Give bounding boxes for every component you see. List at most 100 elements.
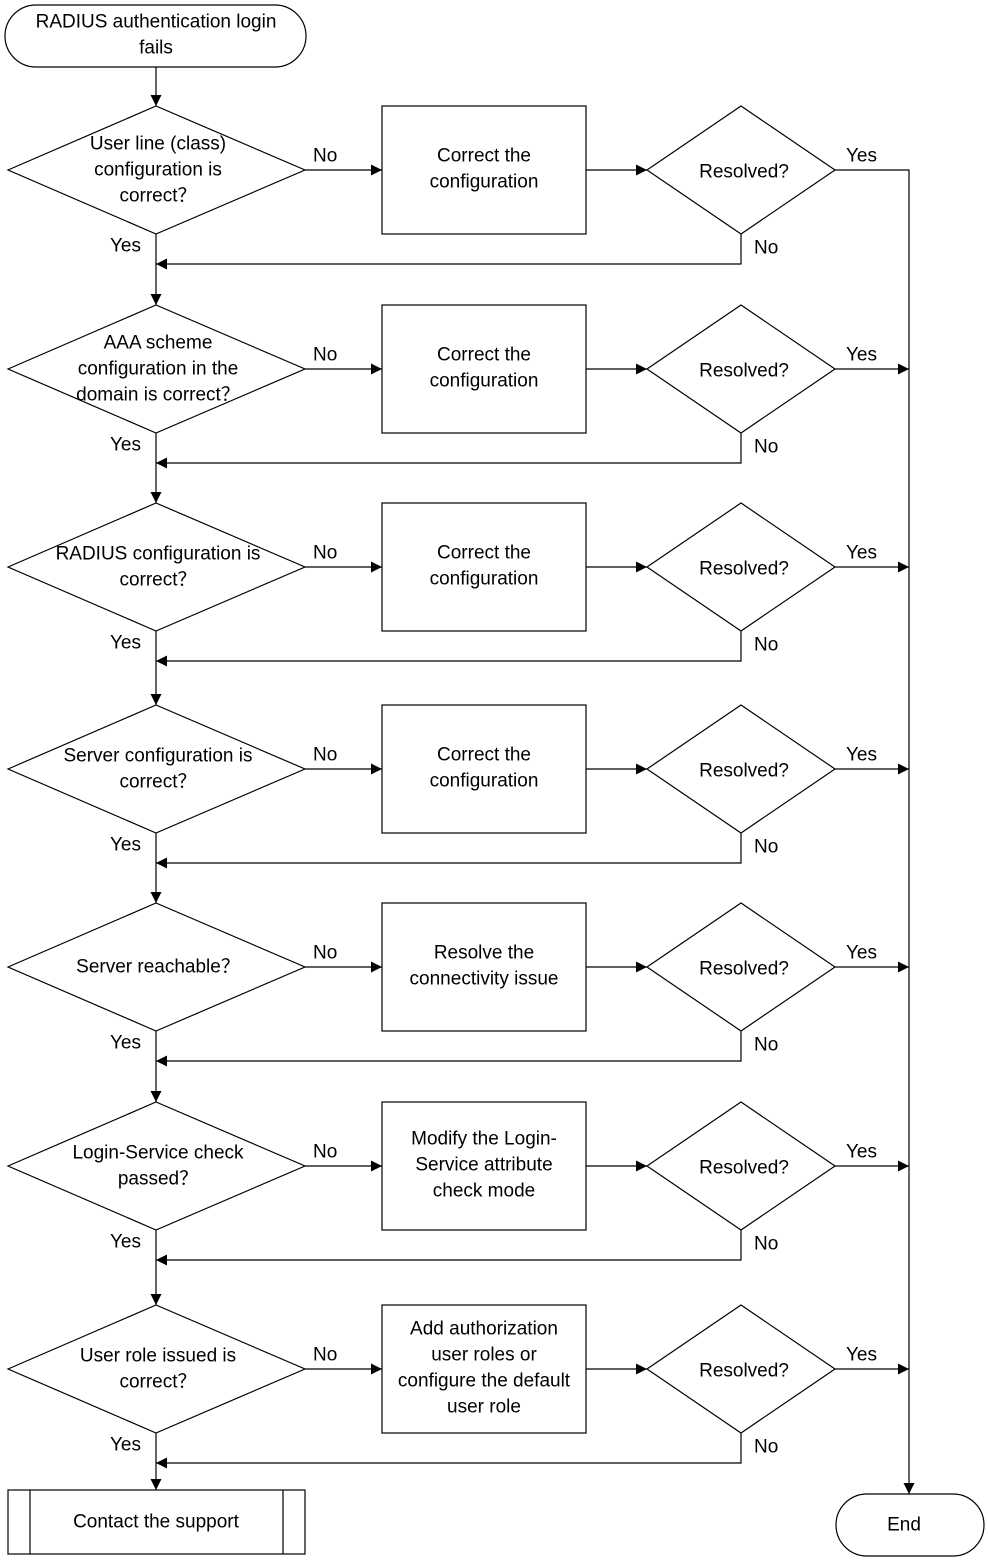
no-resolved-label-6: No [754,1234,778,1255]
action-text-1-line-1: configuration [430,172,539,193]
no-loop-2 [156,433,742,469]
resolved-diamond-3 [645,502,837,632]
contact-text: Contact the support [73,1512,240,1533]
check-text-2-line-1: configuration in the [78,359,239,380]
no-loop-1 [156,234,742,270]
action-text-3-line-1: configuration [430,569,539,590]
yes-resolved-label-6: Yes [846,1142,877,1163]
action-text-3: Correct the configuration [430,543,539,590]
no-resolved-label-4: No [754,837,778,858]
resolved-text-3-line-0: Resolved? [699,559,789,580]
resolved-text-5-line-0: Resolved? [699,959,789,980]
action-text-6: Modify the Login-Service attributecheck … [411,1129,557,1202]
check-text-6-line-0: Login-Service check [72,1143,244,1164]
yes-check-label-3: Yes [110,633,141,654]
yes-resolved-label-4: Yes [846,745,877,766]
yes-resolved-label-7: Yes [846,1345,877,1366]
check-text-3-line-0: RADIUS configuration is [56,544,261,565]
connectors [150,67,915,1494]
action-text-7-line-1: user roles or [431,1345,537,1366]
resolved-text-6-line-0: Resolved? [699,1158,789,1179]
yes-resolved-label-5: Yes [846,943,877,964]
no-label-7: No [313,1345,337,1366]
yes-to-end-arrow [835,169,915,1494]
resolved-text-7: Resolved? [699,1361,789,1382]
resolved-text-7-line-0: Resolved? [699,1361,789,1382]
action-box-4 [381,704,587,834]
yes-resolved-label-3: Yes [846,543,877,564]
check-text-5: Server reachable？ [76,957,240,978]
check-diamond-4 [6,704,307,834]
action-text-7: Add authorization user roles or configure … [398,1319,571,1418]
no-label-2: No [313,345,337,366]
resolved-text-1: Resolved? [699,162,789,183]
no-loop-4 [156,833,742,869]
action-box-2 [381,304,587,434]
check-text-3-line-1: correct？ [119,570,196,591]
yes-check-label-2: Yes [110,435,141,456]
yes-check-label-4: Yes [110,835,141,856]
no-loop-7 [156,1433,742,1469]
check-text-6: Login-Service check passed？ [72,1143,244,1190]
check-text-1-line-2: correct？ [119,186,196,207]
action-text-7-line-3: user role [447,1397,521,1418]
yes-resolved-label-2: Yes [846,345,877,366]
contact-box [7,1489,306,1555]
check-text-1: User line (class)configuration iscorrect… [90,134,226,207]
resolved-text-3: Resolved? [699,559,789,580]
action-text-7-line-0: Add authorization [410,1319,558,1340]
resolved-text-1-line-0: Resolved? [699,162,789,183]
action-text-4-line-1: configuration [430,771,539,792]
check-text-1-line-1: configuration is [94,160,222,181]
action-text-6-line-1: Service attribute [415,1155,552,1176]
resolved-diamond-2 [645,304,837,434]
action-text-3-line-0: Correct the [437,543,531,564]
yes-check-label-6: Yes [110,1232,141,1253]
yes-resolved-label-1: Yes [846,146,877,167]
no-resolved-label-5: No [754,1035,778,1056]
action-box-6 [381,1101,587,1231]
no-resolved-label-7: No [754,1437,778,1458]
no-resolved-label-3: No [754,635,778,656]
check-diamond-2 [6,304,307,434]
action-text-5-line-0: Resolve the [434,943,534,964]
start-text: RADIUS authentication login fails [36,12,277,59]
yes-check-label-1: Yes [110,236,141,257]
yes-check-label-7: Yes [110,1435,141,1456]
no-loop-3 [156,631,742,667]
no-label-3: No [313,543,337,564]
no-loop-5 [156,1031,742,1067]
action-text-6-line-2: check mode [433,1181,535,1202]
shapes [4,4,985,1557]
start-text-line-0: RADIUS authentication login [36,12,277,33]
no-label-4: No [313,745,337,766]
resolved-text-4: Resolved? [699,761,789,782]
no-label-1: No [313,146,337,167]
check-diamond-6 [6,1101,307,1231]
check-text-6-line-1: passed？ [118,1169,198,1190]
start-text-line-1: fails [139,38,173,59]
no-loop-6 [156,1230,742,1266]
action-box-7 [381,1304,587,1434]
resolved-text-2: Resolved? [699,361,789,382]
check-text-4-line-0: Server configuration is [63,746,252,767]
check-diamond-5 [6,902,307,1032]
end-terminal [835,1493,985,1557]
check-text-2-line-0: AAA scheme [104,333,213,354]
start-terminal [4,4,307,68]
resolved-diamond-5 [645,902,837,1032]
action-box-1 [381,105,587,235]
check-text-2-line-2: domain is correct？ [76,385,240,406]
action-text-2-line-1: configuration [430,371,539,392]
check-text-5-line-0: Server reachable？ [76,957,240,978]
action-text-7-line-2: configure the default [398,1371,571,1392]
check-text-7-line-0: User role issued is [80,1346,236,1367]
check-text-2: AAA scheme configuration in the domain is … [76,333,240,406]
